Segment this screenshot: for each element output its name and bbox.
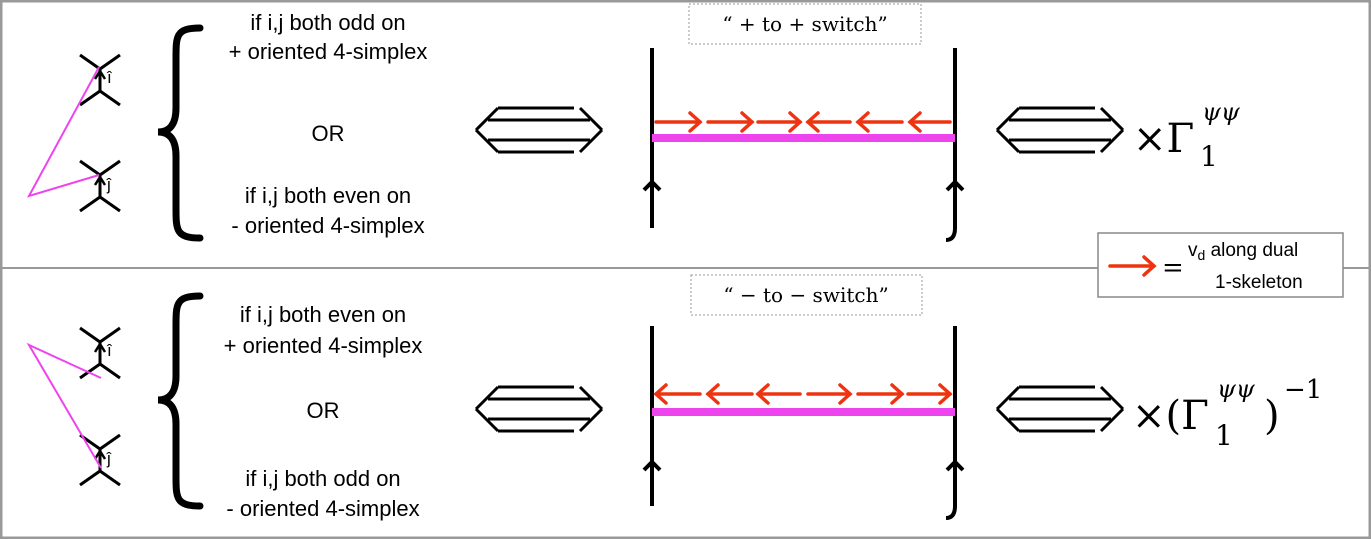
bottom-panel: î ĵ if i,j both even on + oriented 4-sim…	[26, 274, 1322, 521]
bottom-arrow-right-1	[806, 383, 853, 405]
bottom-equivalence-arrow	[474, 385, 604, 433]
legend-line2: 1-skeleton	[1215, 272, 1303, 293]
top-equivalence-arrow	[474, 106, 604, 154]
legend-red-arrow	[1108, 255, 1157, 277]
top-arrow-left-1	[805, 111, 852, 133]
bottom-condition-line3: if i,j both odd on	[245, 466, 400, 491]
bottom-result-suffix: )	[1264, 393, 1280, 439]
bottom-condition-line1: if i,j both even on	[240, 302, 406, 327]
bottom-or-label: OR	[307, 398, 340, 423]
bottom-arrow-left-1	[653, 383, 702, 405]
bottom-condition-line4: - oriented 4-simplex	[226, 496, 419, 521]
top-i-hat-label: î	[106, 68, 113, 87]
legend-line1: vd along dual	[1188, 240, 1298, 263]
bottom-j-hat-label: ĵ	[106, 449, 112, 468]
bottom-curly-brace	[157, 292, 204, 510]
top-result-arrow	[995, 106, 1125, 154]
top-j-hat-label: ĵ	[106, 175, 112, 194]
bottom-vertex-diagram: î ĵ	[26, 326, 122, 487]
top-condition-line1: if i,j both odd on	[250, 10, 405, 35]
top-arrow-left-2	[855, 111, 904, 133]
bottom-i-hat-label: î	[106, 341, 113, 360]
bottom-caption: “ − to − switch”	[723, 283, 888, 307]
legend: = vd along dual 1-skeleton	[1097, 232, 1344, 298]
top-or-label: OR	[312, 121, 345, 146]
bottom-result-prefix: ×(Γ	[1132, 393, 1209, 439]
top-arrow-right-2	[706, 111, 755, 133]
top-caption-box	[688, 3, 922, 45]
top-result-sup: ψψ	[1202, 98, 1241, 126]
top-magenta-wedge	[26, 66, 100, 198]
bottom-j-hook	[945, 505, 957, 520]
top-arrow-right-3	[756, 111, 803, 133]
legend-equals: =	[1162, 253, 1184, 283]
top-j-hook	[945, 227, 957, 242]
top-vertex-diagram: î ĵ	[26, 53, 122, 213]
bottom-magenta-wedge	[26, 342, 102, 469]
top-result: ×Γ	[1133, 116, 1194, 162]
bottom-arrow-right-3	[906, 383, 953, 405]
bottom-result-arrow	[995, 385, 1125, 433]
top-condition-line4: - oriented 4-simplex	[231, 213, 424, 238]
top-panel: î ĵ if i,j both odd on + oriented 4-simp…	[26, 3, 1241, 242]
top-arrow-right-1	[654, 111, 703, 133]
bottom-caption-box	[690, 274, 923, 316]
bottom-arrow-right-2	[856, 383, 905, 405]
bottom-arrow-left-3	[755, 383, 802, 405]
top-curly-brace	[157, 24, 204, 242]
bottom-result-sub: 1	[1215, 419, 1233, 452]
top-red-arrows	[654, 111, 952, 133]
bottom-condition-line2: + oriented 4-simplex	[224, 333, 423, 358]
top-condition-line2: + oriented 4-simplex	[229, 39, 428, 64]
bottom-arrow-left-2	[705, 383, 754, 405]
bottom-result-sup: ψψ	[1217, 375, 1256, 403]
top-result-sub: 1	[1200, 140, 1218, 173]
top-caption: “ + to + switch”	[722, 12, 887, 36]
bottom-red-arrows	[653, 383, 953, 405]
bottom-result-exp: −1	[1284, 375, 1322, 405]
top-arrow-left-3	[907, 111, 952, 133]
top-condition-line3: if i,j both even on	[245, 183, 411, 208]
